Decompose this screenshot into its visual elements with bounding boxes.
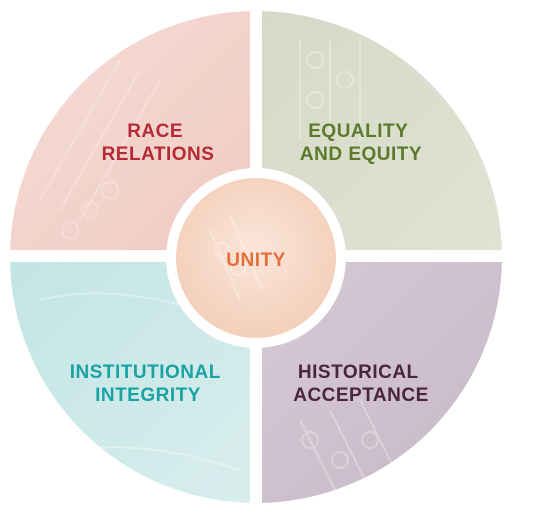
label-race-relations-line-2: RELATIONS	[102, 144, 215, 165]
label-race-relations: RACE RELATIONS	[102, 121, 215, 165]
quadrant-equality-and-equity	[262, 11, 502, 250]
center-texture	[209, 214, 263, 301]
label-equality-and-equity-line-1: EQUALITY	[308, 121, 408, 142]
label-institutional-integrity: INSTITUTIONAL INTEGRITY	[70, 362, 227, 406]
label-equality-and-equity-line-2: AND EQUITY	[300, 144, 422, 165]
label-historical-acceptance-line-1: HISTORICAL	[298, 362, 419, 383]
quadrant-race-relations	[10, 11, 250, 250]
label-race-relations-line-1: RACE	[127, 121, 183, 142]
label-institutional-integrity-line-2: INTEGRITY	[95, 385, 201, 406]
quadrant-historical-acceptance	[262, 262, 502, 503]
label-historical-acceptance: HISTORICAL ACCEPTANCE	[293, 362, 429, 406]
label-equality-and-equity: EQUALITY AND EQUITY	[300, 121, 422, 165]
label-institutional-integrity-line-1: INSTITUTIONAL	[70, 362, 221, 383]
label-unity: UNITY	[226, 250, 286, 271]
label-historical-acceptance-line-2: ACCEPTANCE	[293, 385, 429, 406]
center-circle	[176, 178, 336, 338]
